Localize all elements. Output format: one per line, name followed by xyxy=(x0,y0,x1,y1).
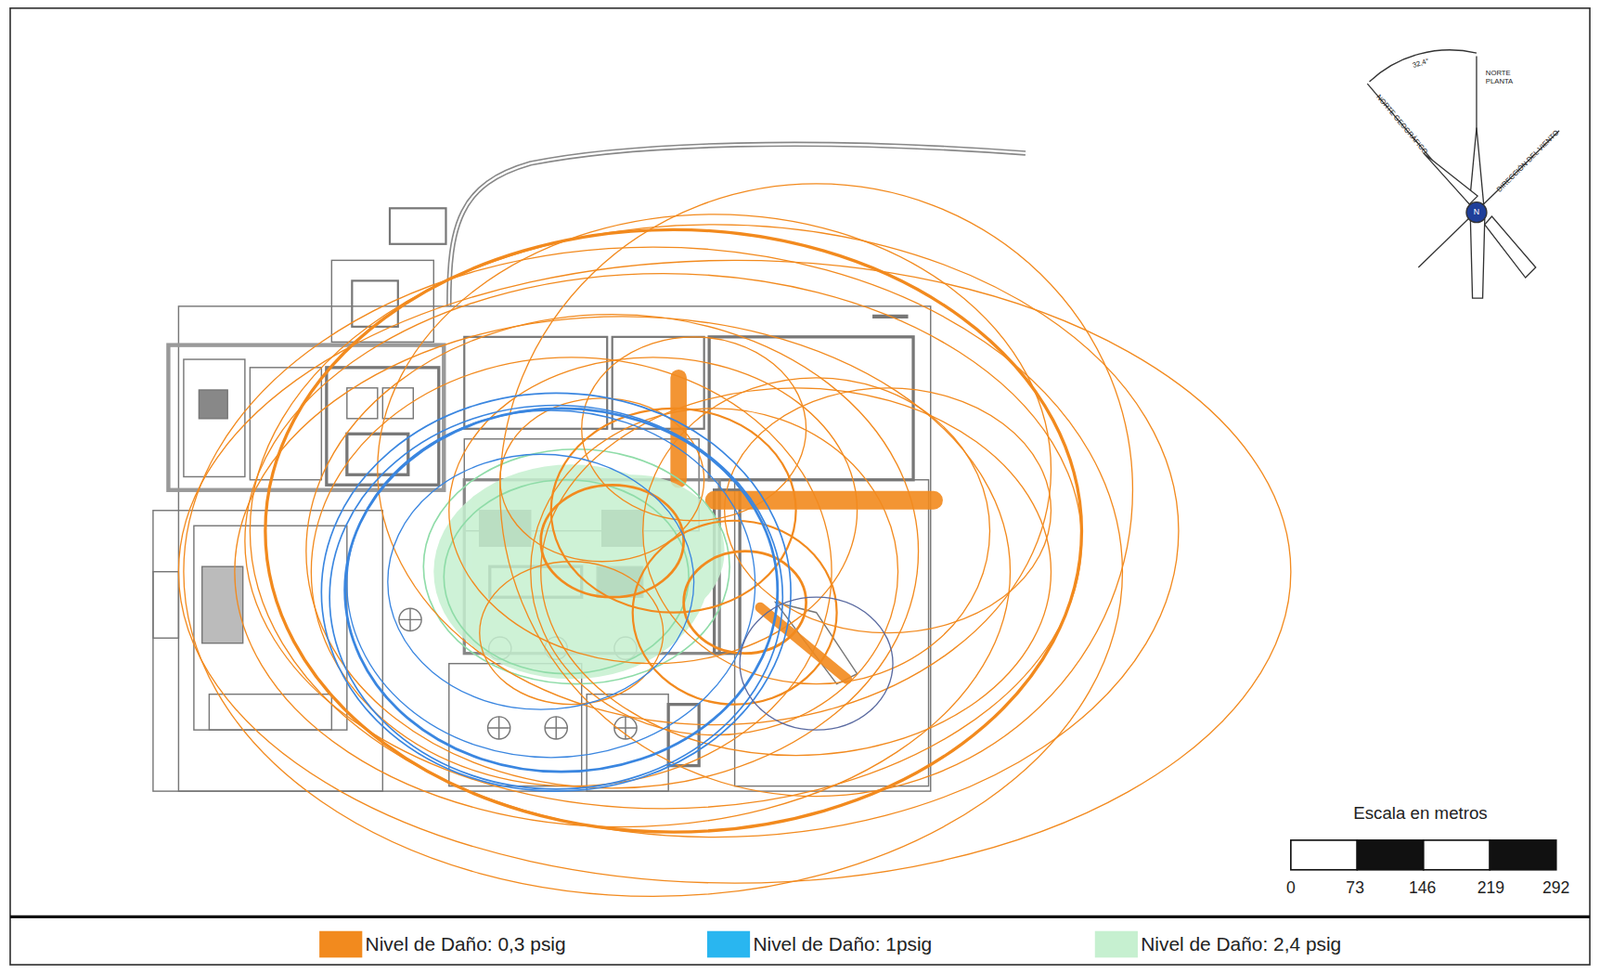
north-mark: N xyxy=(1473,207,1480,218)
scale-title: Escala en metros xyxy=(1353,803,1487,824)
legend-swatch xyxy=(1095,930,1138,958)
scale-number: 219 xyxy=(1477,878,1505,897)
scale-number: 73 xyxy=(1345,878,1365,897)
scale-number: 292 xyxy=(1542,878,1570,897)
scale-number: 0 xyxy=(1286,878,1296,897)
scale-number: 146 xyxy=(1408,878,1436,897)
compass-label: DIRECCIÓN DEL VIENTO xyxy=(1495,129,1561,194)
legend-text: Nivel de Daño: 0,3 psig xyxy=(365,933,567,955)
compass-label: NORTE PLANTA xyxy=(1485,69,1521,86)
legend-text: Nivel de Daño: 1psig xyxy=(752,933,932,955)
legend-swatch xyxy=(319,930,362,958)
legend-text: Nivel de Daño: 2,4 psig xyxy=(1140,933,1342,955)
compass-label: NORTE GEOGRÁFICO xyxy=(1374,92,1430,156)
legend-swatch xyxy=(707,930,750,958)
angle-label: 32,4° xyxy=(1411,56,1431,70)
